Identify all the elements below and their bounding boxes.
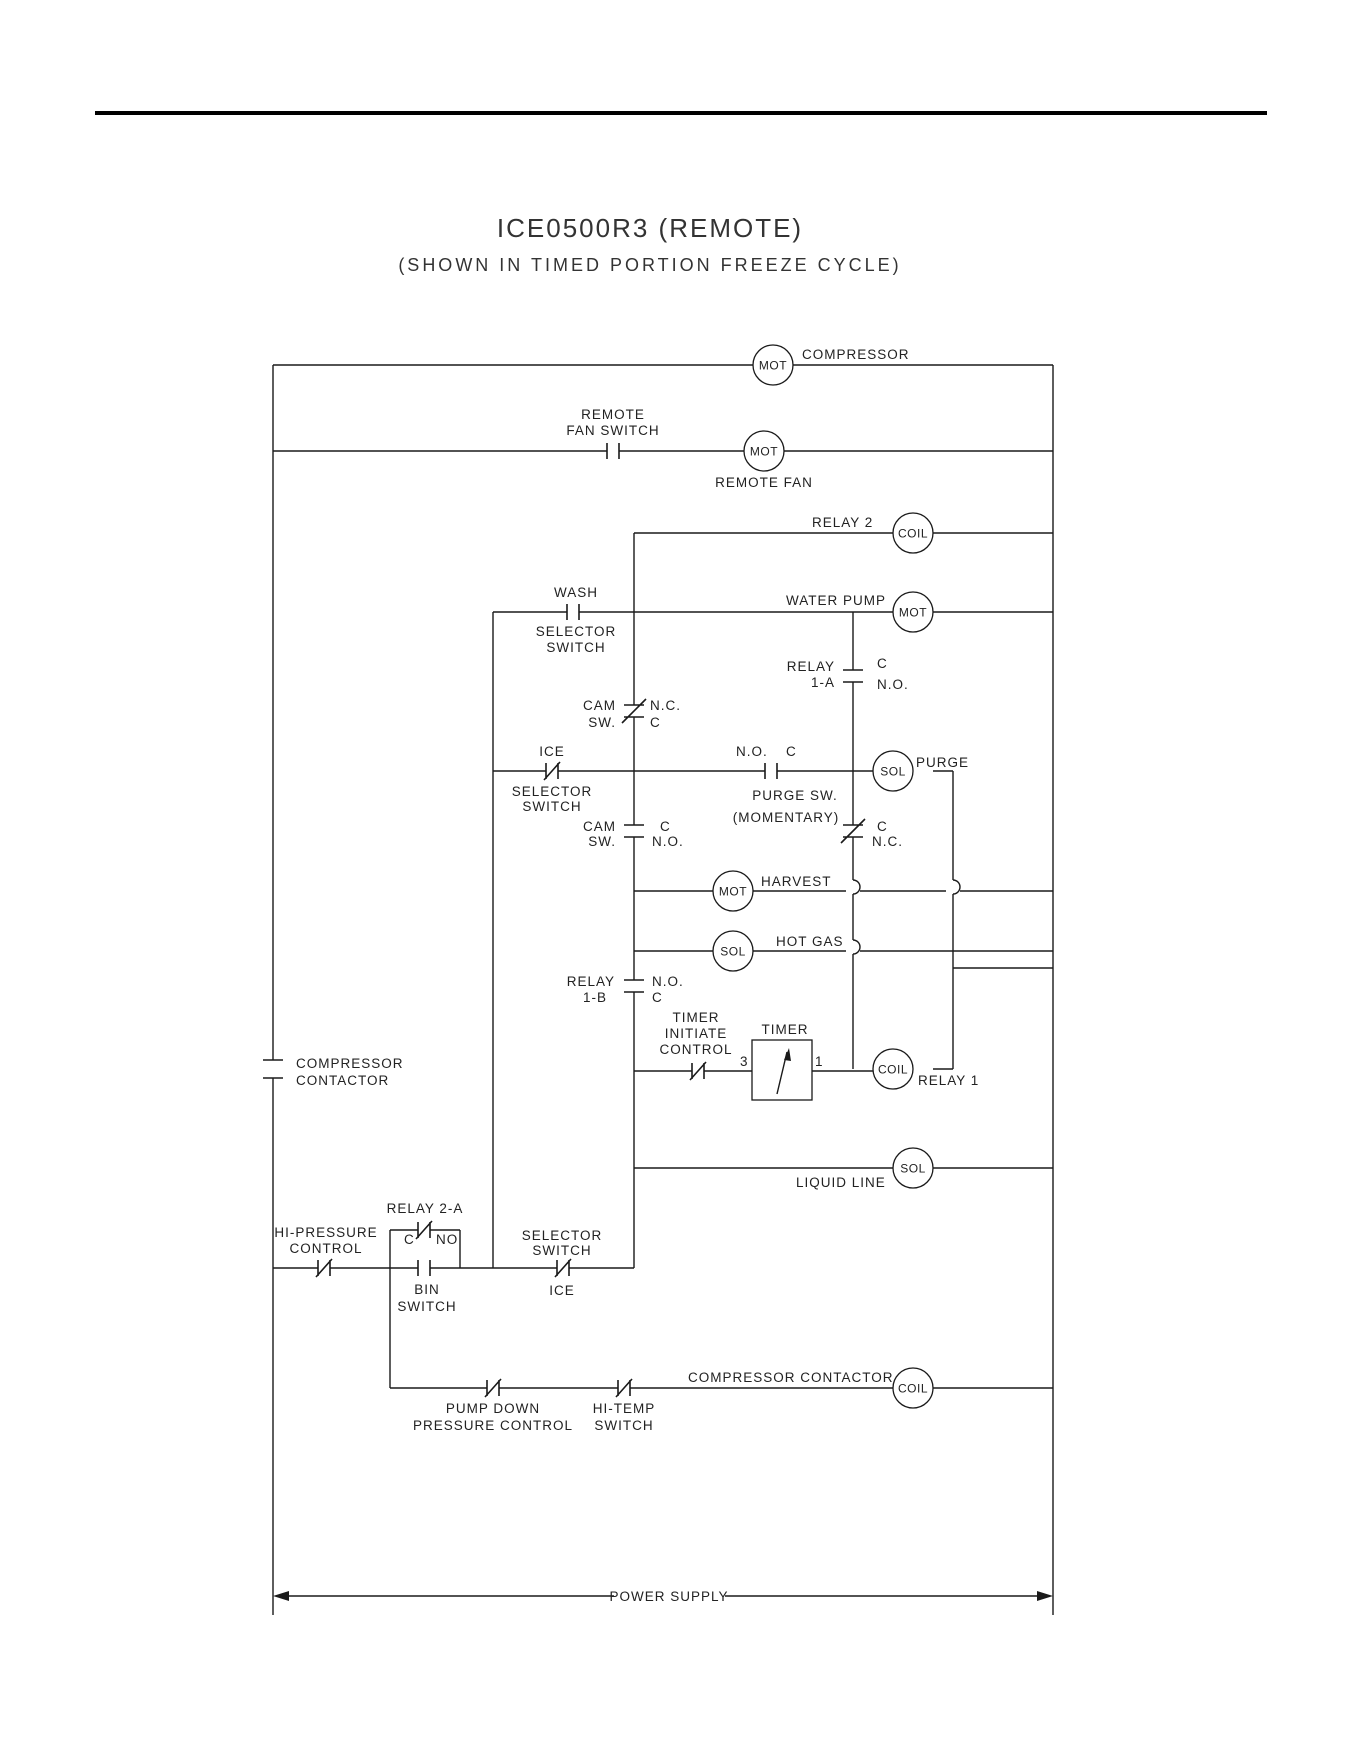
svg-text:SOL: SOL [720,945,746,959]
svg-text:REMOTE: REMOTE [581,407,645,422]
svg-text:ICE: ICE [549,1283,575,1298]
label-hot-gas: HOT GAS [776,934,844,949]
svg-text:SWITCH: SWITCH [594,1418,653,1433]
svg-text:N.O.: N.O. [877,677,909,692]
svg-text:MOT: MOT [719,885,747,899]
svg-text:PURGE SW.: PURGE SW. [752,788,838,803]
svg-text:1-B: 1-B [583,990,607,1005]
svg-text:N.O.: N.O. [652,834,684,849]
svg-text:C: C [660,819,671,834]
svg-text:SW.: SW. [588,715,616,730]
svg-text:(MOMENTARY): (MOMENTARY) [733,810,840,825]
svg-text:SWITCH: SWITCH [532,1243,591,1258]
svg-text:SW.: SW. [588,834,616,849]
svg-text:HI-PRESSURE: HI-PRESSURE [274,1225,377,1240]
diagram-title: ICE0500R3 (REMOTE) [497,213,803,243]
hot-gas-solenoid: SOL [712,930,754,972]
label-relay-2: RELAY 2 [812,515,873,530]
purge-solenoid: SOL [872,750,914,792]
svg-text:COMPRESSOR: COMPRESSOR [296,1056,404,1071]
svg-text:SELECTOR: SELECTOR [512,784,593,799]
svg-text:RELAY 2-A: RELAY 2-A [387,1201,464,1216]
svg-text:SOL: SOL [900,1162,926,1176]
svg-text:PUMP DOWN: PUMP DOWN [446,1401,540,1416]
svg-text:SOL: SOL [880,765,906,779]
horizontal-contacts [315,443,778,1398]
svg-text:C: C [877,656,888,671]
liquid-line-solenoid: SOL [892,1147,934,1189]
compressor-motor: MOT [752,344,794,386]
svg-text:3: 3 [740,1054,749,1069]
label-liquid-line: LIQUID LINE [796,1175,886,1190]
svg-text:MOT: MOT [899,606,927,620]
labels: COMPRESSOR REMOTE FAN SWITCH REMOTE FAN … [274,347,979,1604]
svg-text:MOT: MOT [759,359,787,373]
vertical-contacts [263,669,866,1079]
svg-text:SWITCH: SWITCH [397,1299,456,1314]
svg-text:COIL: COIL [878,1063,908,1077]
label-water-pump: WATER PUMP [786,593,886,608]
svg-text:RELAY: RELAY [787,659,835,674]
svg-text:HI-TEMP: HI-TEMP [593,1401,656,1416]
svg-text:ICE: ICE [539,744,565,759]
svg-text:1: 1 [815,1054,824,1069]
diagram-subtitle: (SHOWN IN TIMED PORTION FREEZE CYCLE) [398,255,901,275]
timer-box [751,1039,813,1101]
remote-fan-motor: MOT [743,430,785,472]
svg-text:WASH: WASH [554,585,598,600]
svg-text:N.O.: N.O. [736,744,768,759]
label-purge: PURGE [916,755,969,770]
compressor-contactor-coil: COIL [892,1367,934,1409]
svg-text:SWITCH: SWITCH [522,799,581,814]
svg-text:C: C [786,744,797,759]
svg-text:CONTROL: CONTROL [289,1241,362,1256]
label-timer: TIMER [762,1022,809,1037]
water-pump-motor: MOT [892,591,934,633]
svg-text:N.C.: N.C. [650,698,681,713]
svg-text:C: C [404,1232,415,1247]
svg-text:1-A: 1-A [811,675,835,690]
svg-text:CONTACTOR: CONTACTOR [296,1073,389,1088]
svg-text:NO: NO [436,1232,458,1247]
label-harvest: HARVEST [761,874,832,889]
label-power-supply: POWER SUPPLY [609,1589,728,1604]
svg-text:PRESSURE CONTROL: PRESSURE CONTROL [413,1418,573,1433]
svg-text:CAM: CAM [583,698,616,713]
svg-text:BIN: BIN [414,1282,440,1297]
wires [272,364,1054,1615]
header-rule [95,111,1267,115]
svg-text:C: C [650,715,661,730]
svg-text:CONTROL: CONTROL [659,1042,732,1057]
label-relay-1: RELAY 1 [918,1073,979,1088]
svg-text:SWITCH: SWITCH [546,640,605,655]
svg-text:N.O.: N.O. [652,974,684,989]
svg-text:C: C [652,990,663,1005]
svg-text:FAN SWITCH: FAN SWITCH [566,423,659,438]
svg-text:MOT: MOT [750,445,778,459]
svg-text:COIL: COIL [898,1382,928,1396]
relay-1-coil: COIL [872,1048,914,1090]
svg-text:N.C.: N.C. [872,834,903,849]
svg-text:RELAY: RELAY [567,974,615,989]
label-compressor-contactor: COMPRESSOR CONTACTOR [688,1370,894,1385]
svg-text:COIL: COIL [898,527,928,541]
label-remote-fan: REMOTE FAN [715,475,813,490]
svg-text:SELECTOR: SELECTOR [536,624,617,639]
relay-2-coil: COIL [892,512,934,554]
svg-text:CAM: CAM [583,819,616,834]
svg-text:C: C [877,819,888,834]
svg-text:INITIATE: INITIATE [665,1026,728,1041]
svg-text:SELECTOR: SELECTOR [522,1228,603,1243]
harvest-motor: MOT [712,870,754,912]
svg-text:TIMER: TIMER [673,1010,720,1025]
label-compressor: COMPRESSOR [802,347,910,362]
